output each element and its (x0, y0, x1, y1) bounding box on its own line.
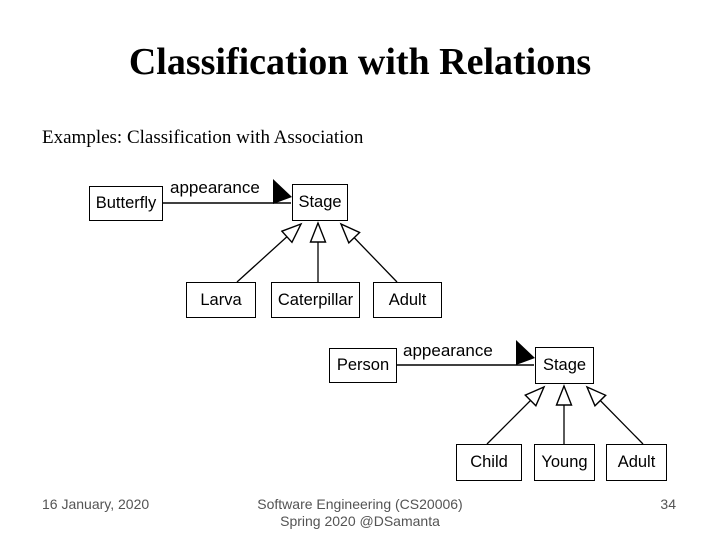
class-box-butterfly: Butterfly (89, 186, 163, 221)
class-box-stage-2: Stage (535, 347, 594, 384)
class-box-caterpillar: Caterpillar (271, 282, 360, 318)
page-subtitle: Examples: Classification with Associatio… (42, 127, 364, 148)
footer-page-number: 34 (660, 496, 676, 512)
footer-course-line2: Spring 2020 @DSamanta (280, 513, 440, 529)
page-title: Classification with Relations (128, 41, 592, 83)
association-label: appearance (170, 178, 260, 197)
class-box-person: Person (329, 348, 397, 383)
association-arrow-icon (516, 340, 535, 365)
association-arrow-icon (273, 179, 292, 204)
generalization-arrow-icon (587, 387, 644, 445)
class-box-stage-1: Stage (292, 184, 348, 221)
class-box-adult-1: Adult (373, 282, 442, 318)
generalization-arrow-icon (486, 387, 544, 445)
footer-date: 16 January, 2020 (42, 496, 150, 512)
class-box-young: Young (534, 444, 595, 481)
class-box-larva: Larva (186, 282, 256, 318)
generalization-arrow-icon (341, 224, 398, 283)
footer-course: Software Engineering (CS20006) Spring 20… (0, 496, 720, 530)
class-box-adult-2: Adult (606, 444, 667, 481)
association-label: appearance (403, 341, 493, 360)
generalization-arrow-icon (236, 224, 301, 283)
class-box-child: Child (456, 444, 522, 481)
footer-course-line1: Software Engineering (CS20006) (257, 496, 463, 512)
